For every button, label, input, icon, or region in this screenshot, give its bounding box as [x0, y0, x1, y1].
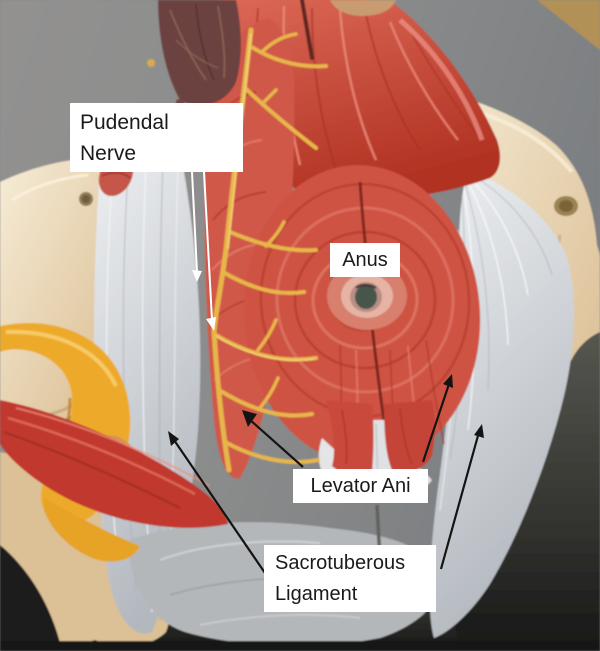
arrow-sacrotuberous-left: [173, 439, 266, 574]
arrowhead-sacrotuberous-right: [474, 424, 484, 438]
arrow-levator-left: [248, 418, 304, 468]
label-anus: Anus: [330, 243, 400, 277]
arrowhead-levator-left: [242, 410, 257, 427]
label-line: Ligament: [275, 583, 358, 605]
pointer-line-left: [191, 171, 198, 273]
cut-muscle-band: [0, 400, 228, 528]
arrowhead-levator-right: [443, 374, 453, 388]
skin-piece-top: [330, 0, 396, 16]
pointer-line-right: [203, 171, 213, 321]
label-line: Pudendal: [80, 111, 169, 134]
pointer-arrowhead-right: [206, 317, 216, 331]
label-line: Nerve: [80, 142, 137, 165]
arrow-levator-right: [421, 383, 451, 463]
label-sacrotuberous-ligament: Sacrotuberous Ligament: [264, 545, 436, 612]
label-line: Sacrotuberous: [275, 552, 406, 574]
wood-corner: [537, 0, 600, 50]
label-pudendal-nerve: Pudendal Nerve: [70, 103, 243, 172]
arrow-sacrotuberous-right: [439, 431, 481, 570]
levator-ani-lobes: [326, 400, 435, 477]
pudendal-pointer-lines: [191, 171, 216, 331]
annotation-arrows: [168, 171, 484, 574]
label-levator-ani: Levator Ani: [293, 469, 428, 503]
anus-opening: [327, 262, 407, 330]
pointer-arrowhead-left: [192, 270, 202, 282]
bottom-shadow-strip: [0, 641, 600, 651]
arrowhead-sacrotuberous-left: [168, 431, 179, 446]
